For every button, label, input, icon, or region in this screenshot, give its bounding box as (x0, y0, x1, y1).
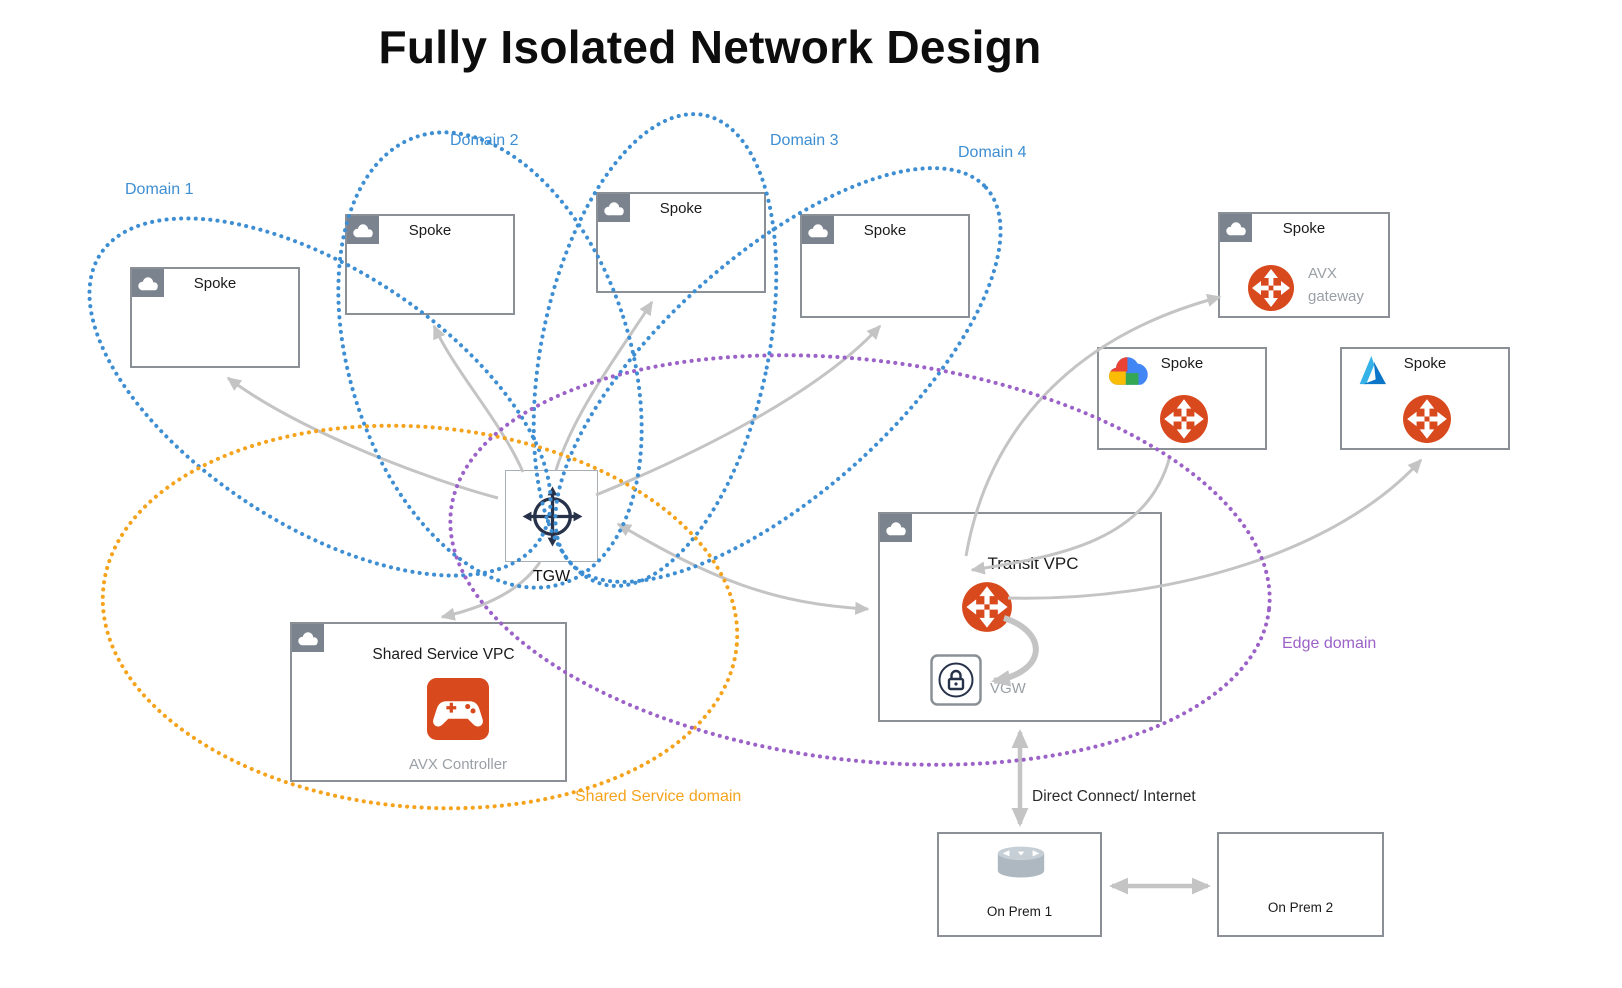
transit-vpc-label: Transit VPC (987, 554, 1079, 573)
spoke-label: Spoke (193, 275, 237, 292)
spoke-label: Spoke (1160, 355, 1204, 372)
spoke-box-domain-1: Spoke (130, 267, 300, 368)
domain-2-boundary (336, 130, 644, 590)
avx-gateway-label: AVX gateway (1308, 265, 1364, 305)
spoke-box-domain-3: Spoke (596, 192, 766, 293)
direct-connect-label: Direct Connect/ Internet (1032, 788, 1196, 805)
spoke-box-domain-4: Spoke (800, 214, 970, 318)
tgw-box (505, 470, 598, 562)
vgw-label: VGW (990, 680, 1026, 697)
aviatrix-gateway-icon (961, 581, 1013, 633)
domain-1-label: Domain 1 (125, 181, 194, 198)
transit-vpc-box: Transit VPC VGW (878, 512, 1162, 722)
domain-2-label: Domain 2 (450, 132, 519, 149)
aws-cloud-icon (880, 514, 912, 542)
spoke-label: Spoke (1282, 220, 1326, 237)
on-prem-1-label: On Prem 1 (986, 904, 1053, 919)
spoke-label: Spoke (408, 222, 452, 239)
arrow-tgw-to-spoke-4 (595, 324, 882, 497)
spoke-box-gcp: Spoke (1097, 347, 1267, 450)
aviatrix-gateway-icon (1247, 264, 1295, 312)
spoke-box-avx-gateway: Spoke AVX gateway (1218, 212, 1390, 318)
spoke-label: Spoke (659, 200, 703, 217)
arrow-tgw-transit-vpc (616, 522, 870, 615)
avx-controller-label: AVX Controller (408, 756, 508, 773)
arrow-tgw-to-spoke-2 (432, 324, 525, 473)
on-prem-2-box: On Prem 2 (1217, 832, 1384, 937)
arrow-tgw-to-spoke-1 (226, 376, 499, 500)
edge-domain-label: Edge domain (1282, 635, 1377, 652)
shared-service-vpc-box: Shared Service VPC AVX Controller (290, 622, 567, 782)
aviatrix-gateway-icon (1402, 394, 1452, 444)
aviatrix-gateway-icon (1159, 394, 1209, 444)
domain-3-label: Domain 3 (770, 132, 839, 149)
on-prem-2-label: On Prem 2 (1267, 900, 1334, 915)
tgw-label: TGW (532, 568, 571, 585)
shared-service-vpc-label: Shared Service VPC (372, 646, 515, 663)
on-prem-1-box: On Prem 1 (937, 832, 1102, 937)
transit-gateway-icon (517, 481, 588, 552)
page-title: Fully Isolated Network Design (378, 21, 1042, 73)
router-icon (992, 842, 1050, 884)
spoke-box-azure: Spoke (1340, 347, 1510, 450)
avx-controller-icon (427, 678, 489, 740)
domain-4-label: Domain 4 (958, 144, 1027, 161)
vgw-icon (930, 654, 982, 706)
spoke-box-domain-2: Spoke (345, 214, 515, 315)
spoke-label: Spoke (1403, 355, 1447, 372)
shared-service-domain-label: Shared Service domain (575, 788, 742, 805)
arrow-tgw-to-spoke-3 (554, 300, 654, 471)
spoke-label: Spoke (863, 222, 907, 239)
